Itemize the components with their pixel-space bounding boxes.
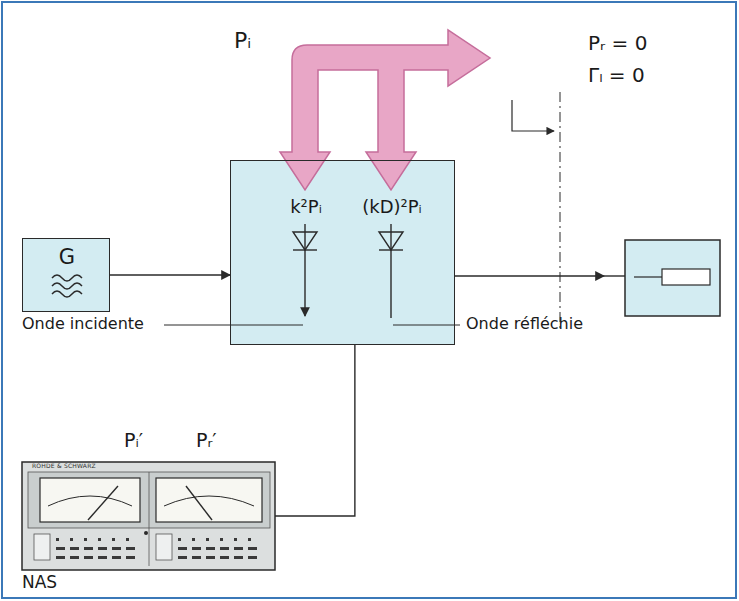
power-meter-node: NAS	[20, 462, 278, 596]
meter-reading-label: Pᵢ′	[124, 430, 143, 452]
leader-line	[164, 325, 303, 326]
coupler-box: k²Pᵢ (kD)²Pᵢ	[230, 160, 455, 345]
output-line	[455, 275, 604, 276]
power-meter	[22, 462, 275, 570]
output-line	[604, 275, 625, 276]
generator-label: G	[59, 245, 75, 269]
reference-plane	[560, 92, 561, 330]
leader-line	[393, 325, 460, 326]
reflected-power-value: Pᵣ = 0	[588, 32, 647, 55]
resistor-lead	[634, 276, 662, 277]
generator-box: G	[22, 238, 110, 312]
power-arrow	[280, 30, 490, 190]
coupler-fill	[230, 160, 455, 345]
brand-label: ROHDE & SCHWARZ	[32, 463, 96, 470]
power-label: Pᵢ	[234, 28, 251, 53]
instrument-name: NAS	[22, 573, 57, 593]
plane-arrow	[512, 100, 554, 131]
reflection-coefficient: Γₗ = 0	[588, 64, 645, 87]
meter-reading-label: Pᵣ′	[196, 430, 217, 452]
wave-label: Onde réfléchie	[466, 315, 583, 333]
resistor-symbol	[662, 269, 710, 285]
connector	[275, 345, 355, 516]
reflected-power-label: (kD)²Pᵢ	[362, 197, 422, 218]
connector	[110, 274, 230, 275]
wave-label: Onde incidente	[22, 315, 144, 333]
diode-symbol	[293, 224, 403, 318]
generator-fill	[22, 238, 110, 312]
incident-power-label: k²Pᵢ	[290, 197, 322, 218]
load-box	[625, 240, 720, 316]
wave-symbol	[52, 275, 82, 297]
